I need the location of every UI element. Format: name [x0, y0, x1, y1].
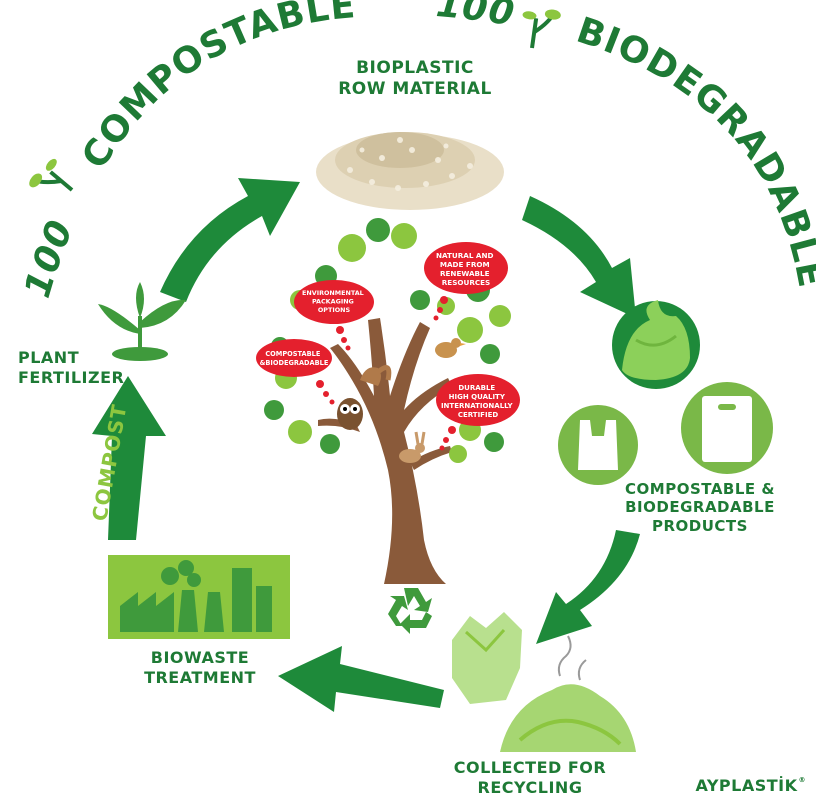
white-die-cut-bag-image	[681, 382, 773, 474]
collected-line1: COLLECTED FOR	[453, 758, 607, 777]
raw-material-line1: BIOPLASTIC	[356, 58, 474, 78]
svg-text:NATURAL AND MADE FROM: NATURAL AND MADE FROM RENEWABLE RESOURCE…	[436, 251, 496, 287]
bubble-natural: NATURAL AND MADE FROM RENEWABLE RESOURCE…	[424, 242, 508, 321]
factory-image	[108, 555, 290, 639]
squirrel-icon	[360, 365, 392, 386]
arrow-to-products	[522, 196, 636, 318]
right-arc-word: BIODEGRADABLE	[572, 10, 816, 291]
arrow-to-collected	[536, 530, 640, 644]
bubble-durable-line2: HIGH QUALITY	[449, 393, 506, 401]
label-collected: COLLECTED FOR RECYCLING	[440, 758, 620, 797]
bubble-durable-line1: DURABLE	[458, 384, 495, 392]
label-raw-material: BIOPLASTIC ROW MATERIAL	[330, 58, 500, 99]
biowaste-line2: TREATMENT	[144, 667, 256, 687]
label-biowaste: BIOWASTE TREATMENT	[130, 648, 270, 687]
bubble-durable-line3: INTERNATIONALLY	[441, 402, 514, 410]
svg-text:DURABLE HIGH QUALITY: DURABLE HIGH QUALITY INTERNATIONALLY CER…	[441, 384, 515, 419]
green-bag-image	[612, 300, 700, 389]
bubble-durable-line4: CERTIFIED	[458, 411, 499, 419]
brand-name: AYPLASTİK	[695, 776, 798, 795]
compost-heap-image	[500, 635, 636, 752]
sprout-icon	[29, 158, 74, 192]
bubble-environmental-line1: ENVIRONMENTAL	[302, 289, 364, 297]
bubble-natural-line2: MADE FROM	[440, 260, 490, 269]
label-products: COMPOSTABLE & BIODEGRADABLE PRODUCTS	[610, 480, 790, 535]
bubble-environmental-line2: PACKAGING	[312, 298, 354, 306]
white-tshirt-bag-image	[558, 405, 638, 485]
bubble-natural-line1: NATURAL AND	[436, 251, 494, 260]
cycle-arrows	[92, 178, 640, 712]
brand-logo: AYPLASTİK®	[695, 776, 806, 795]
bubble-compostable-line2: &BIODEGRADABLE	[260, 359, 329, 367]
left-percent-number: 100	[17, 214, 82, 302]
crumpled-bag-image	[452, 612, 522, 704]
bubble-environmental: ENVIRONMENTAL PACKAGING OPTIONS	[294, 280, 374, 351]
bubble-natural-line4: RESOURCES	[442, 278, 490, 287]
bubble-compostable-line1: COMPOSTABLE	[265, 350, 321, 358]
rabbit-icon	[399, 431, 426, 463]
plant-line1: PLANT	[18, 348, 80, 367]
biowaste-line1: BIOWASTE	[150, 648, 250, 667]
arrow-to-raw-material	[160, 178, 300, 302]
pellets-pile-image	[316, 132, 504, 210]
seedling-image	[98, 282, 186, 361]
bubble-durable: DURABLE HIGH QUALITY INTERNATIONALLY CER…	[436, 374, 520, 451]
arrow-to-plant	[92, 376, 166, 540]
arrow-to-biowaste	[278, 646, 444, 712]
bubble-natural-line3: RENEWABLE	[440, 269, 490, 278]
raw-material-line2: ROW MATERIAL	[338, 78, 492, 99]
products-line1: COMPOSTABLE &	[625, 480, 775, 498]
svg-text:ENVIRONMENTAL PACKAGING: ENVIRONMENTAL PACKAGING OPTIONS	[302, 289, 366, 314]
products-line3: PRODUCTS	[652, 516, 748, 535]
recycle-icon	[388, 588, 432, 634]
bubble-environmental-line3: OPTIONS	[318, 306, 351, 314]
label-plant: PLANT FERTILIZER	[18, 348, 128, 387]
right-percent-number: 100	[434, 0, 517, 34]
svg-text:COMPOSTABLE &BIODEGRADAB: COMPOSTABLE &BIODEGRADABLE	[260, 350, 329, 367]
products-line2: BIODEGRADABLE	[625, 498, 775, 517]
owl-icon	[337, 398, 363, 430]
bubble-compostable: COMPOSTABLE &BIODEGRADABLE	[256, 339, 335, 405]
bird-icon	[435, 338, 466, 358]
sprout-icon	[522, 9, 561, 49]
left-arc-word: COMPOSTABLE	[74, 0, 357, 176]
collected-line2: RECYCLING	[477, 777, 583, 797]
plant-line2: FERTILIZER	[18, 367, 125, 387]
